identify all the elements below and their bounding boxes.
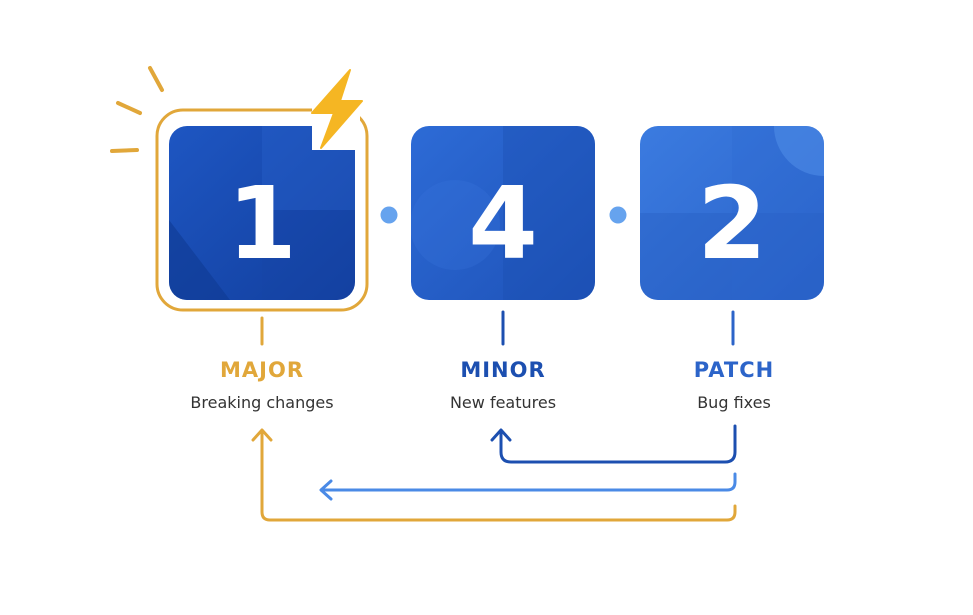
minor-label: MINOR — [460, 358, 545, 382]
minor-tile-facets — [411, 126, 595, 300]
highlight-rays — [110, 66, 164, 153]
patch-digit: 2 — [697, 165, 767, 282]
separator-dot — [609, 206, 627, 224]
minor-digit: 4 — [468, 165, 538, 282]
major-tile[interactable]: 1 — [169, 126, 355, 300]
patch-description: Bug fixes — [697, 393, 771, 412]
arrow-patch-to-left — [319, 472, 737, 501]
major-highlight-frame — [155, 108, 369, 312]
arrow-patch-to-minor — [490, 424, 737, 464]
patch-label: PATCH — [694, 358, 774, 382]
patch-tile-facets — [640, 126, 824, 300]
arrow-patch-to-major — [251, 428, 737, 522]
lightning-bolt-icon — [311, 69, 363, 150]
major-label: MAJOR — [220, 358, 304, 382]
patch-tile[interactable]: 2 — [640, 76, 874, 300]
minor-description: New features — [450, 393, 556, 412]
separator-dot — [380, 206, 398, 224]
major-description: Breaking changes — [190, 393, 333, 412]
major-digit: 1 — [227, 165, 297, 282]
minor-tile[interactable]: 4 — [410, 126, 595, 300]
